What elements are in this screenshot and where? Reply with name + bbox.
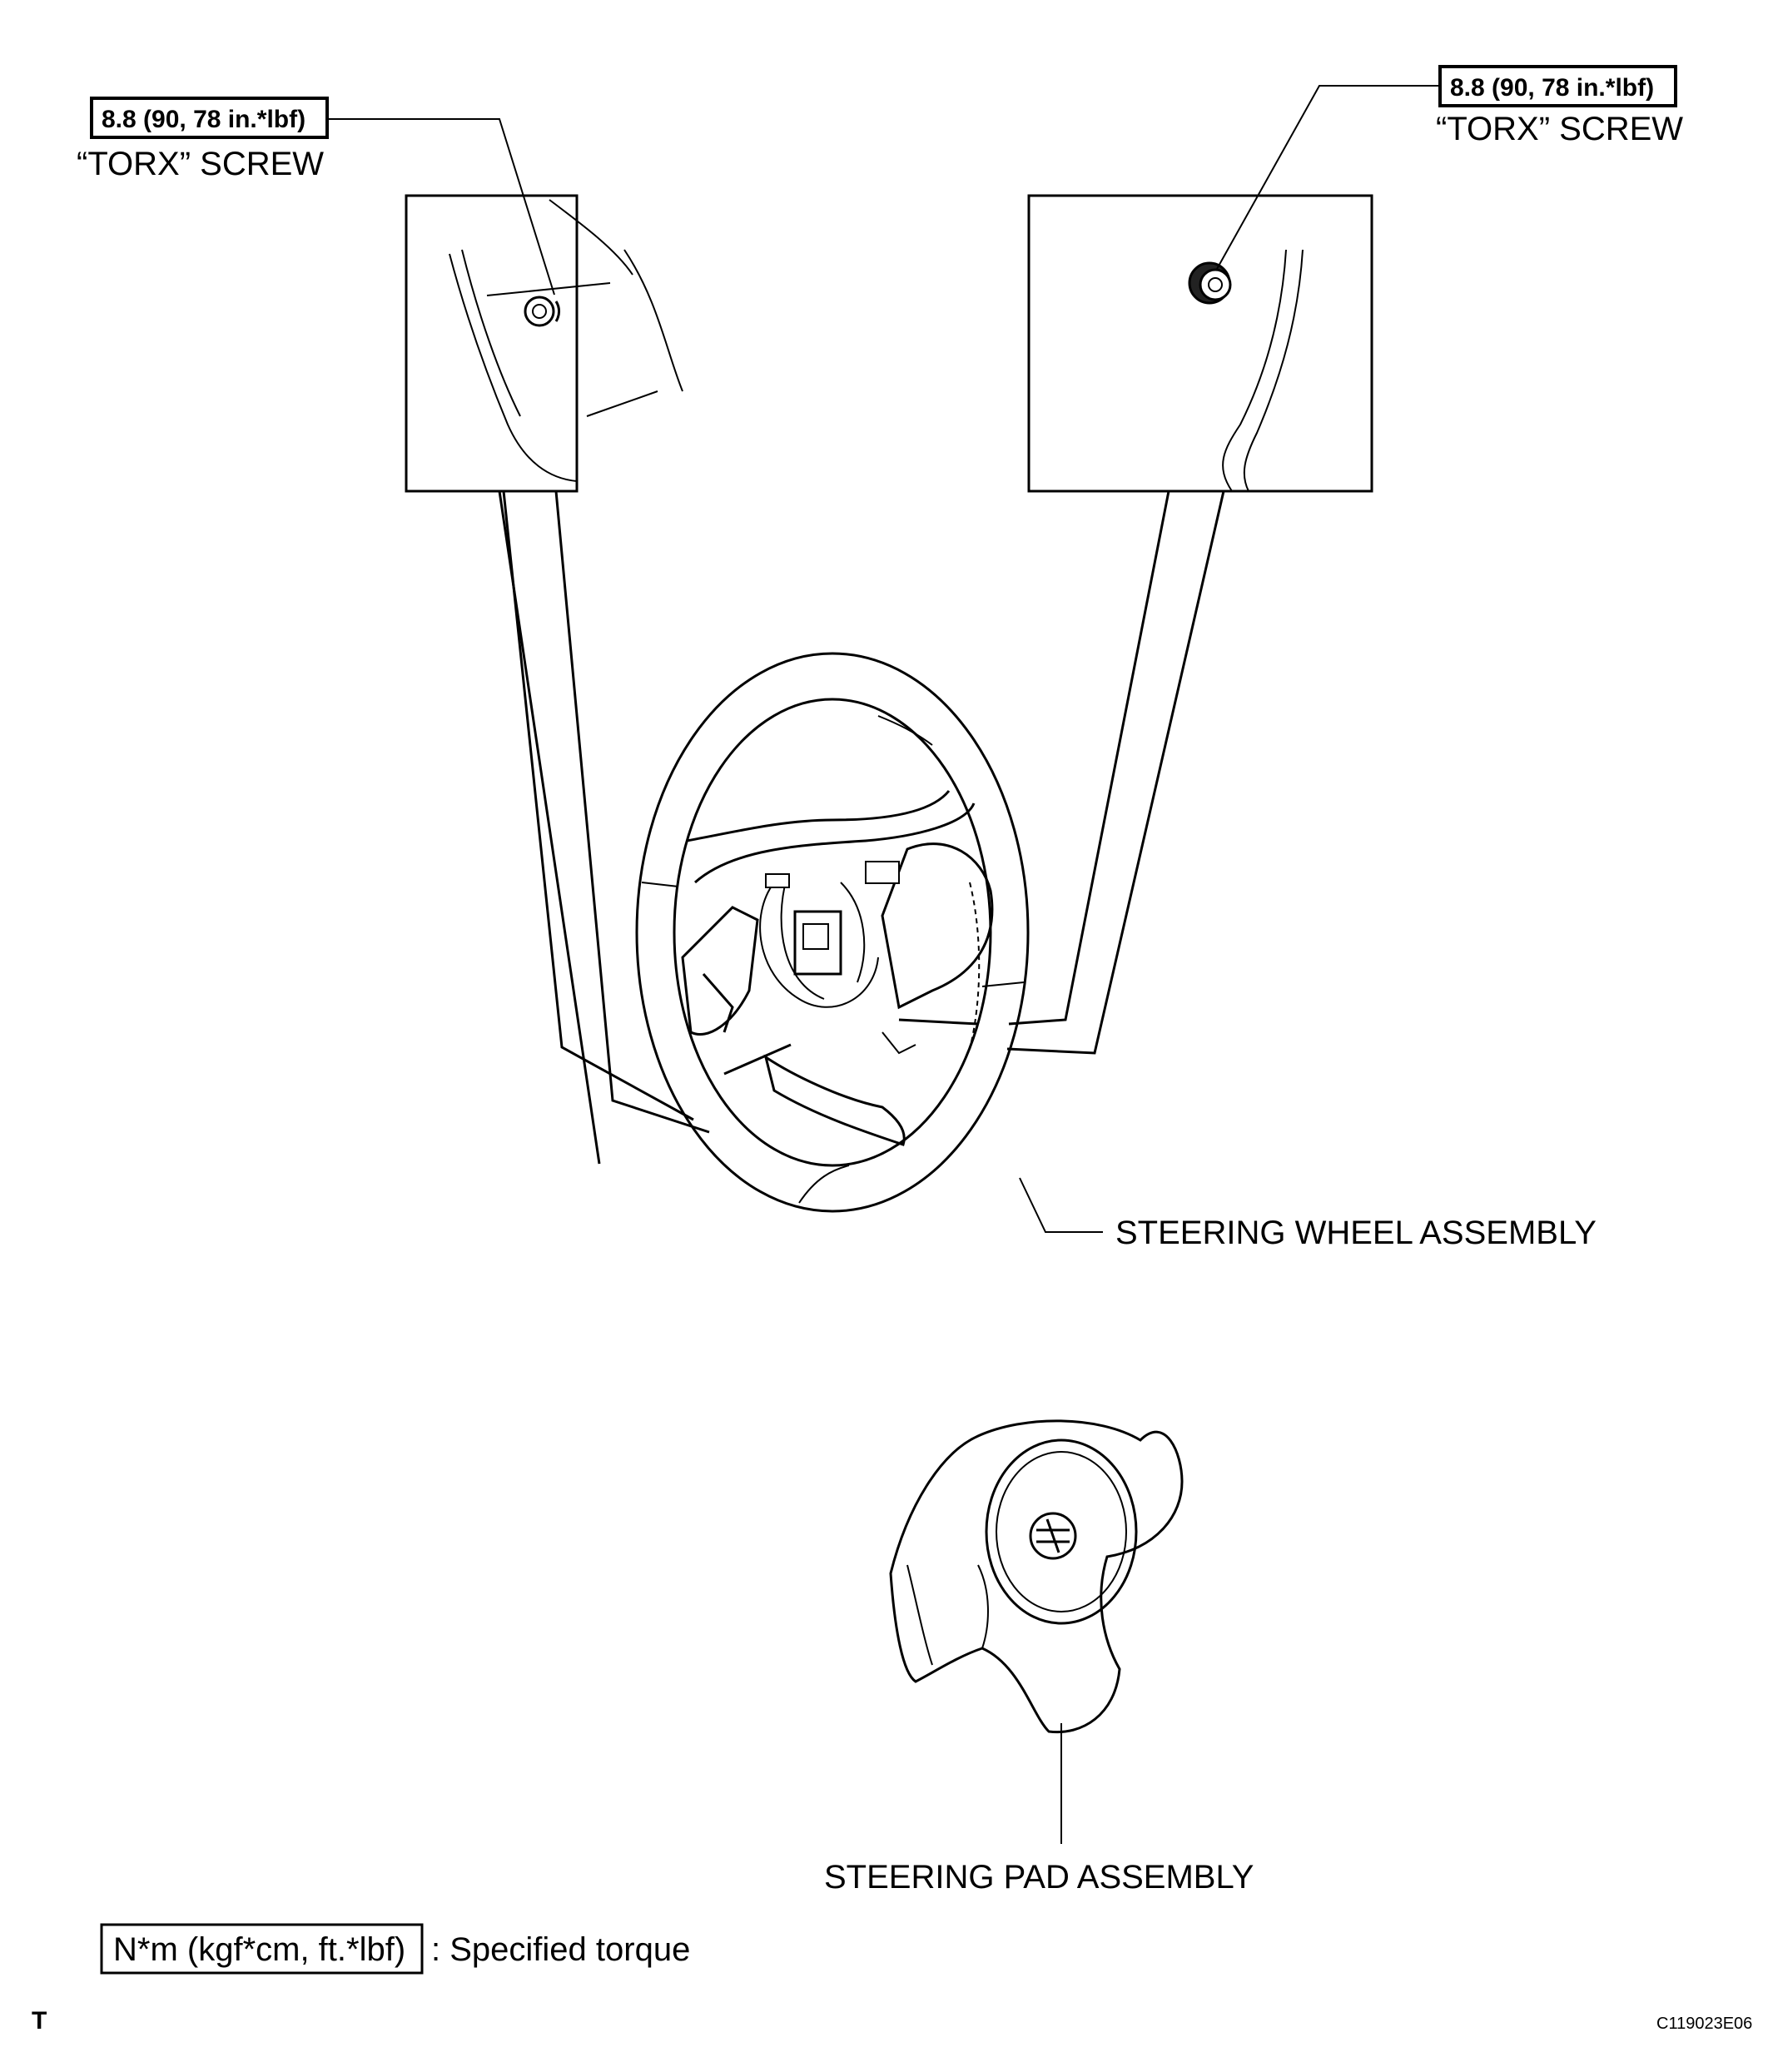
right-detail-view xyxy=(1006,194,1373,1055)
legend-description: : Specified torque xyxy=(431,1931,690,1968)
legend-unit-box-text: N*m (kgf*cm, ft.*lbf) xyxy=(113,1931,405,1968)
footer-left-mark: T xyxy=(32,2007,47,2035)
steering-wheel-illustration xyxy=(635,652,1030,1213)
brand-emblem-icon xyxy=(1029,1512,1077,1560)
steering-pad-illustration xyxy=(889,1419,1184,1734)
torx-screw-label-right: “TORX” SCREW xyxy=(1436,111,1683,147)
torque-callout-left: 8.8 (90, 78 in.*lbf) xyxy=(90,97,329,139)
torque-callout-right: 8.8 (90, 78 in.*lbf) xyxy=(1438,65,1677,107)
leader-lines xyxy=(329,85,1440,1844)
torque-value-right: 8.8 (90, 78 in.*lbf) xyxy=(1450,74,1654,102)
figure-code: C119023E06 xyxy=(1656,2015,1752,2033)
steering-pad-assembly-label: STEERING PAD ASSEMBLY xyxy=(824,1859,1254,1896)
torque-legend: N*m (kgf*cm, ft.*lbf) : Specified torque xyxy=(100,1923,690,1975)
torque-value-left: 8.8 (90, 78 in.*lbf) xyxy=(102,106,305,133)
torx-screw-right-icon xyxy=(1188,261,1232,305)
steering-wheel-assembly-label: STEERING WHEEL ASSEMBLY xyxy=(1115,1215,1597,1251)
torx-screw-left-icon xyxy=(524,296,560,327)
left-detail-view xyxy=(405,194,710,1165)
torx-screw-label-left: “TORX” SCREW xyxy=(77,146,324,182)
